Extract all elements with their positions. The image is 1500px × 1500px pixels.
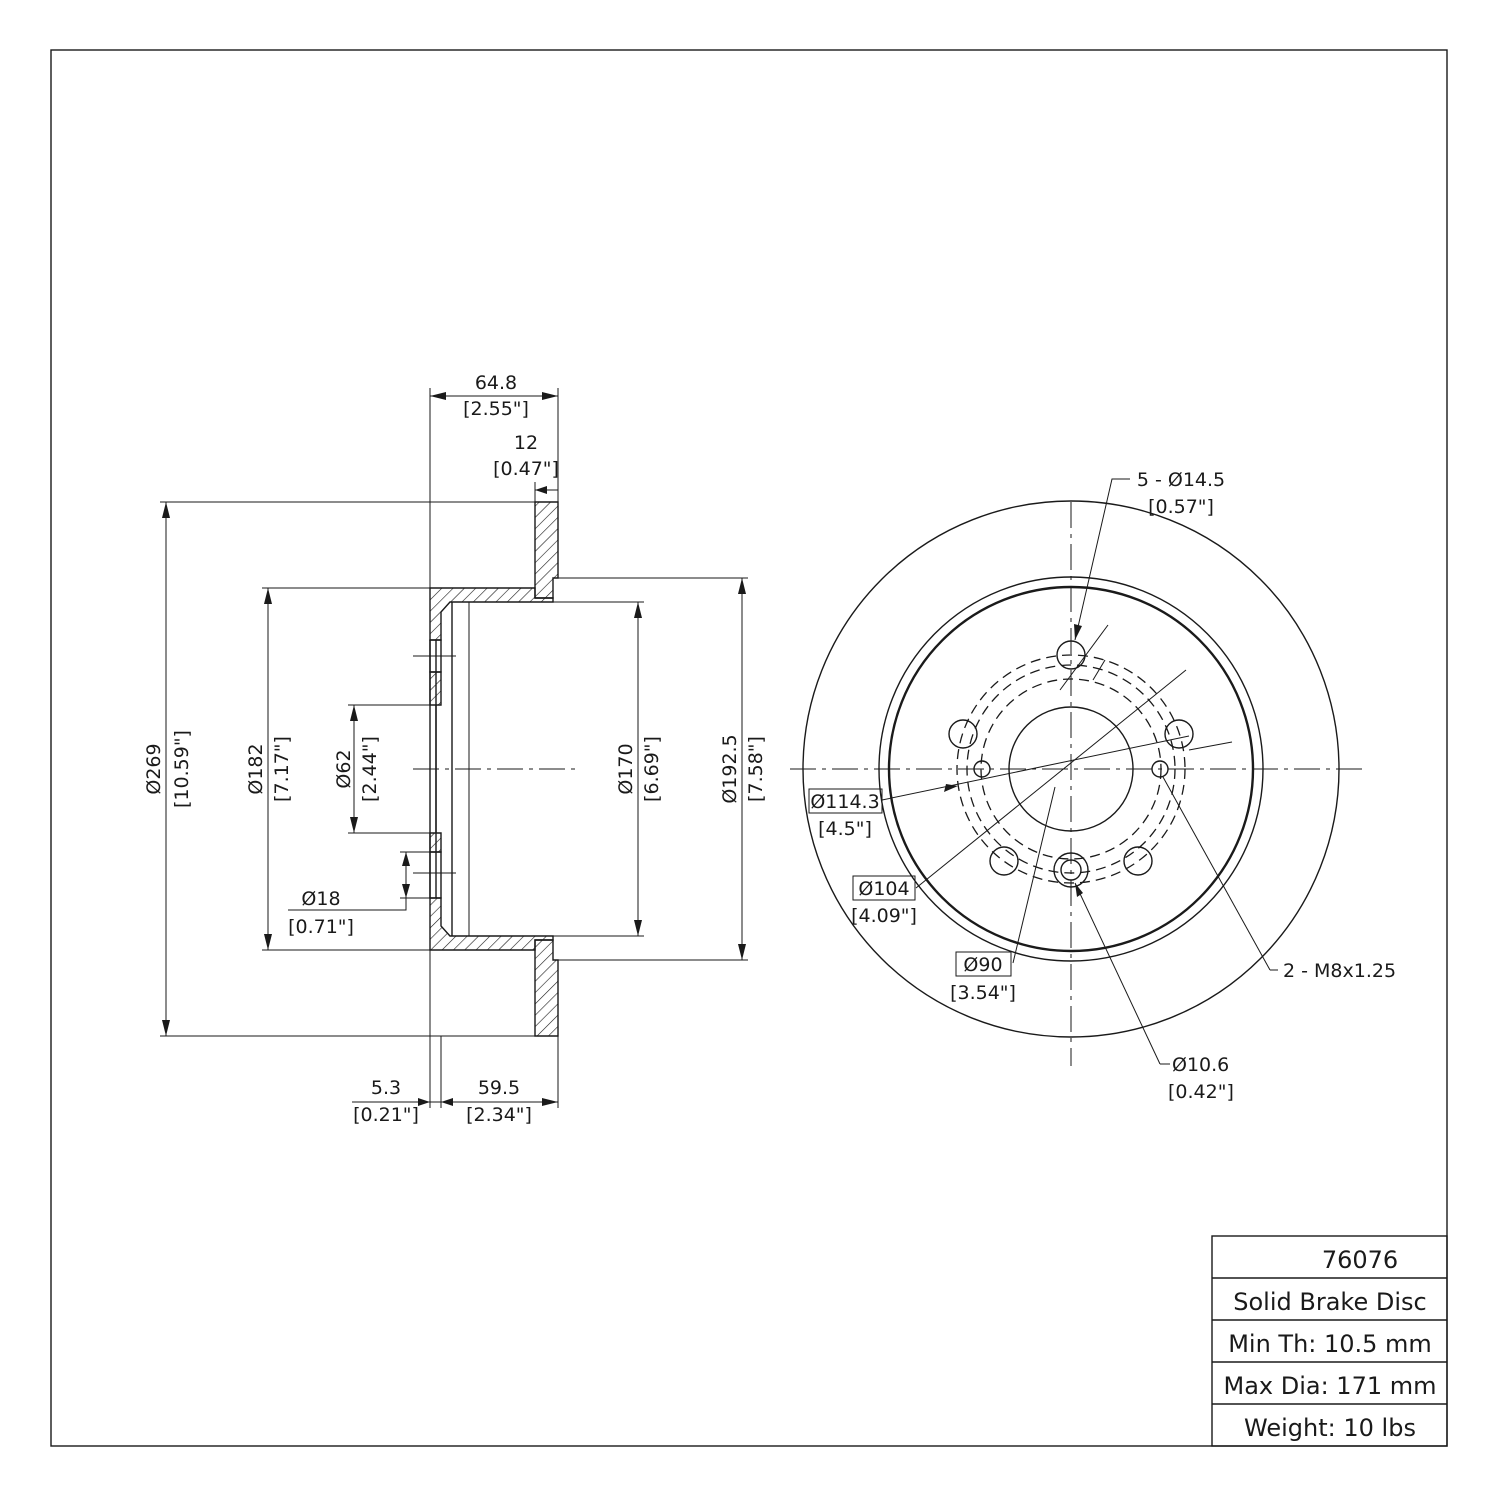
min-thickness: Min Th: 10.5 mm (1228, 1330, 1432, 1358)
circle-90-mm: Ø90 (963, 954, 1002, 976)
friction-inner-dia-in: [7.58"] (745, 736, 767, 802)
hat-dia-in: [7.17"] (271, 736, 293, 802)
bolt-holes-in: [0.57"] (1148, 496, 1214, 518)
bolt-holes-mm: 5 - Ø14.5 (1137, 469, 1225, 491)
part-number: 76076 (1322, 1246, 1398, 1274)
disc-thickness-mm: 12 (514, 432, 538, 454)
bolt-circle-box (808, 788, 883, 814)
bolt-circle-in: [4.5"] (818, 818, 872, 840)
circle-104-mm: Ø104 (858, 878, 909, 900)
hat-height-in: [2.34"] (466, 1104, 532, 1126)
hat-thickness-mm: 5.3 (371, 1077, 401, 1099)
front-view (790, 478, 1368, 1066)
inner-hat-dia-in: [6.69"] (641, 736, 663, 802)
disc-thickness-in: [0.47"] (493, 458, 559, 480)
center-bore-in: [2.44"] (359, 736, 381, 802)
outer-dia-mm: Ø269 (143, 743, 165, 794)
hole-dia-in: [0.71"] (288, 916, 354, 938)
weight: Weight: 10 lbs (1244, 1414, 1416, 1442)
overall-width-mm: 64.8 (475, 372, 517, 394)
hole-dia-mm: Ø18 (301, 888, 340, 910)
thread-holes-mm: 2 - M8x1.25 (1283, 960, 1396, 982)
hat-dia-mm: Ø182 (245, 743, 267, 794)
small-hole-mm: Ø10.6 (1172, 1054, 1229, 1076)
inner-hat-dia-mm: Ø170 (615, 743, 637, 794)
overall-width-in: [2.55"] (463, 398, 529, 420)
hat-height-mm: 59.5 (478, 1077, 520, 1099)
small-hole-in: [0.42"] (1168, 1081, 1234, 1103)
title-block (1211, 1235, 1448, 1447)
circle-90-box (955, 951, 1012, 977)
bolt-circle-mm: Ø114.3 (810, 791, 879, 813)
circle-104-box (852, 875, 916, 901)
drawing-frame (50, 49, 1448, 1447)
hat-thickness-in: [0.21"] (353, 1104, 419, 1126)
circle-90-in: [3.54"] (950, 982, 1016, 1004)
part-description: Solid Brake Disc (1233, 1288, 1426, 1316)
center-bore-mm: Ø62 (333, 749, 355, 788)
max-diameter: Max Dia: 171 mm (1223, 1372, 1436, 1400)
side-section-view (160, 388, 748, 1108)
outer-dia-in: [10.59"] (171, 730, 193, 808)
circle-104-in: [4.09"] (851, 905, 917, 927)
friction-inner-dia-mm: Ø192.5 (719, 734, 741, 803)
